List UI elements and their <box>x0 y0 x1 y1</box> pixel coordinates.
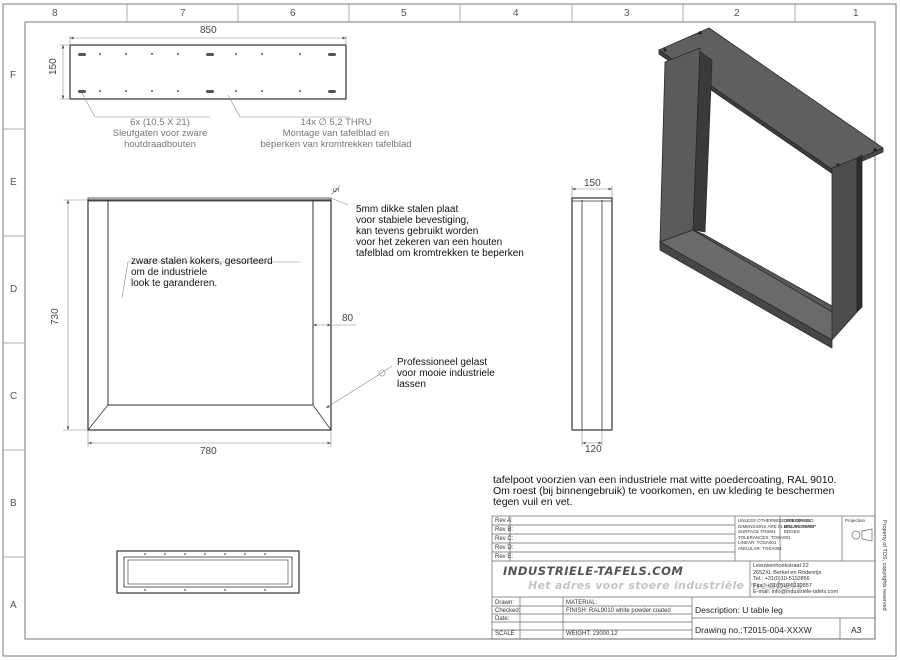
zone-row-b: B <box>10 498 17 509</box>
side-top-dimension: 150 <box>584 178 601 189</box>
front-width-dimension: 780 <box>200 446 217 457</box>
isometric-render <box>658 27 884 349</box>
revision-labels: Rev A:Rev B:Rev C:Rev D:Rev E: <box>495 518 514 560</box>
logo-slogan: Het adres voor stoere industriële meubel… <box>528 579 803 592</box>
sheet-frame <box>2 3 897 657</box>
date-label: Date: <box>495 616 510 622</box>
zone-col-8: 8 <box>52 8 58 19</box>
spec-notes: UNLESS OTHERWISE SPECIFIED:DIMENSIONS AR… <box>738 518 814 551</box>
drawn-label: Drawn: <box>495 600 515 606</box>
zone-row-c: C <box>10 391 18 402</box>
top-depth-dimension: 150 <box>48 58 59 75</box>
description-value: U table leg <box>742 605 783 615</box>
material-label: MATERIAL: <box>566 600 598 606</box>
projection-label: Projection <box>845 518 866 523</box>
title-block-lines <box>491 515 876 640</box>
top-width-dimension: 850 <box>200 25 217 36</box>
zone-col-5: 5 <box>401 8 407 19</box>
plate-thickness-dimension: 5 <box>331 188 340 193</box>
front-view-frame <box>63 185 393 447</box>
logo-name: INDUSTRIELE-TAFELS.COM <box>503 564 684 578</box>
zone-col-4: 4 <box>513 8 519 19</box>
finish-value: FINISH: RAL9010 white powder coated <box>566 608 671 614</box>
drawing-number-row: Drawing no.:T2015-004-XXXW <box>695 625 812 635</box>
side-bottom-dimension: 120 <box>585 444 602 455</box>
side-view <box>571 186 613 446</box>
zone-col-6: 6 <box>290 8 296 19</box>
front-height-dimension: 730 <box>50 308 61 325</box>
scale-label: SCALE <box>495 631 515 637</box>
zone-row-e: E <box>10 177 17 188</box>
top-view-plate <box>60 36 350 118</box>
zone-row-d: D <box>10 284 18 295</box>
zone-row-a: A <box>10 600 17 611</box>
copyright-note: Property of TOS, copyrights reserved <box>881 520 887 611</box>
drawing-number-value: T2015-004-XXXW <box>742 625 812 635</box>
tube-dimension: 80 <box>342 313 354 324</box>
bottom-plan-view <box>116 550 300 594</box>
checked-label: Checked: <box>495 608 521 614</box>
coating-note: tafelpoot voorzien van een industriele m… <box>493 474 837 508</box>
zone-row-f: F <box>10 70 17 81</box>
weight-value: WEIGHT: 23000.12 <box>566 631 618 637</box>
zone-col-7: 7 <box>180 8 186 19</box>
zone-col-1: 1 <box>853 8 859 19</box>
zone-col-2: 2 <box>734 8 740 19</box>
sheet-size: A3 <box>851 625 862 635</box>
zone-col-3: 3 <box>624 8 630 19</box>
description-row: Description: U table leg <box>695 605 783 615</box>
